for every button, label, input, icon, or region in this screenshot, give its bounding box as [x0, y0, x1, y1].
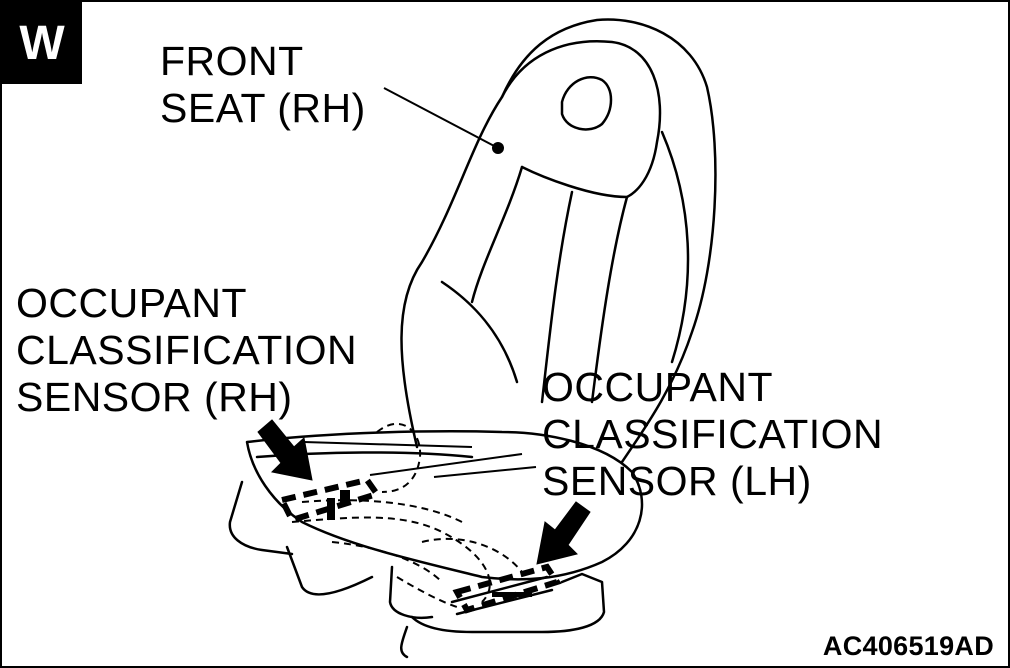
front-seat-leader [383, 87, 499, 149]
sensor-lh-label: OCCUPANT CLASSIFICATION SENSOR (LH) [542, 364, 884, 504]
sensor-rh-label: OCCUPANT CLASSIFICATION SENSOR (RH) [16, 280, 358, 420]
headrest [500, 40, 662, 199]
arrow-sensor-lh [536, 501, 591, 565]
headrest-hole [560, 76, 613, 131]
section-badge: W [2, 2, 82, 84]
arrow-sensor-rh [257, 419, 313, 481]
sensor-rh-outline [277, 476, 382, 524]
seat-cushion [245, 430, 644, 581]
sensor-lh-outline [452, 563, 562, 614]
seat-back-outline [400, 18, 717, 464]
figure-code: AC406519AD [822, 631, 994, 661]
front-seat-label: FRONT SEAT (RH) [160, 38, 366, 131]
